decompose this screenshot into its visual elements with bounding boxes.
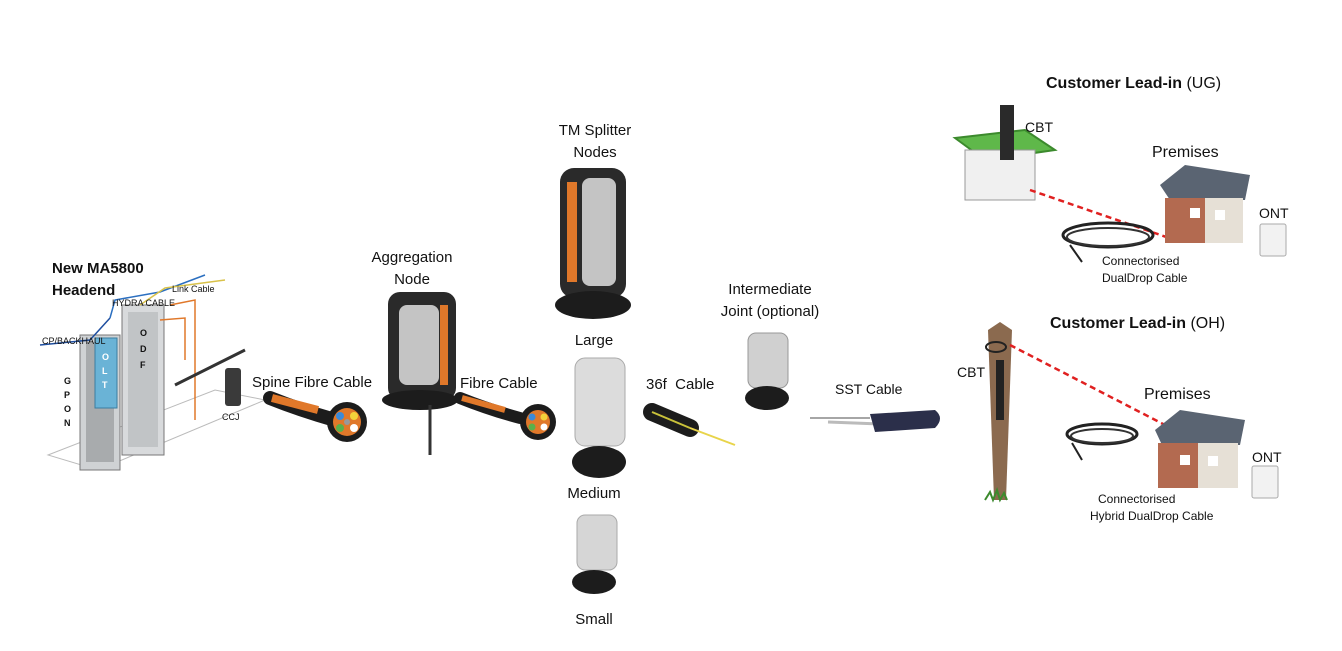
spine-fibre-cable-label: Spine Fibre Cable: [252, 374, 373, 391]
ug-cbt-label: CBT: [1025, 119, 1053, 135]
oh-premises-graphic: [1155, 410, 1245, 488]
intermediate-joint-label-line2: Joint (optional): [720, 303, 820, 320]
tm-splitter-title-line1: TM Splitter: [558, 122, 632, 139]
ug-title-suffix: (UG): [1186, 75, 1222, 92]
ug-ont-graphic: [1259, 223, 1287, 257]
ug-premises-graphic: [1160, 165, 1250, 243]
ug-drop-line: [1029, 188, 1176, 242]
gpon-letter-p: P: [64, 390, 71, 400]
fibre-cable-label: Fibre Cable: [460, 375, 538, 392]
cable-36f-label: 36f Cable: [646, 376, 715, 393]
oh-drop-line: [1009, 343, 1166, 427]
ug-cbt-graphic: [952, 105, 1058, 201]
spine-fibre-cable-graphic: [263, 391, 367, 442]
oh-title-bold: Customer Lead-in: [1050, 315, 1187, 332]
headend-title-line2: Headend: [52, 282, 116, 299]
odf-letter-d: D: [140, 344, 147, 354]
oh-title-suffix: (OH): [1190, 315, 1226, 332]
oh-ont-label: ONT: [1252, 449, 1282, 465]
splitter-size-medium: Medium: [567, 485, 621, 502]
ccj-label: CCJ: [222, 412, 240, 422]
ug-cable-label-line2: DualDrop Cable: [1102, 271, 1188, 285]
sst-cable-graphic: [810, 410, 940, 432]
headend-title-line1: New MA5800: [52, 260, 144, 277]
oh-ont-graphic: [1251, 465, 1279, 499]
ug-ont-label: ONT: [1259, 205, 1289, 221]
splitter-small-graphic: [572, 514, 618, 594]
oh-cbt-label: CBT: [957, 364, 985, 380]
sst-cable-label: SST Cable: [835, 381, 903, 397]
splitter-large-graphic: [555, 168, 631, 319]
odf-letter-o: O: [140, 328, 148, 338]
aggregation-node-label-line2: Node: [394, 271, 430, 288]
gpon-letter-o: O: [64, 404, 72, 414]
ug-cable-label-line1: Connectorised: [1102, 254, 1180, 268]
oh-dualdrop-coil-graphic: [1065, 422, 1139, 461]
aggregation-node-label-line1: Aggregation: [371, 249, 453, 266]
aggregation-node-graphic: [382, 292, 458, 455]
headend-graphic: [39, 274, 267, 471]
hydra-cable-label: HYDRA CABLE: [112, 298, 176, 308]
olt-letter-o: O: [102, 352, 110, 362]
olt-letter-l: L: [102, 366, 108, 376]
ug-dualdrop-coil-graphic: [1061, 221, 1155, 263]
cp-backhaul-label: CP/BACKHAUL: [42, 336, 106, 346]
oh-cable-label-line2: Hybrid DualDrop Cable: [1090, 509, 1214, 523]
ug-title: Customer Lead-in (UG): [1046, 73, 1221, 95]
olt-letter-t: T: [102, 380, 108, 390]
odf-letter-f: F: [140, 360, 146, 370]
tm-splitter-title-line2: Nodes: [573, 144, 617, 161]
fibre-cable-graphic: [454, 392, 556, 440]
intermediate-joint-graphic: [745, 332, 789, 410]
link-cable-label: Link Cable: [172, 284, 215, 294]
intermediate-joint-label-line1: Intermediate: [728, 281, 812, 298]
ug-title-bold: Customer Lead-in: [1046, 75, 1183, 92]
splitter-size-small: Small: [575, 611, 613, 628]
oh-premises-label: Premises: [1144, 386, 1211, 403]
oh-pole-graphic: [984, 322, 1012, 503]
ug-premises-label: Premises: [1152, 144, 1219, 161]
splitter-medium-graphic: [572, 357, 626, 478]
gpon-letter-n: N: [64, 418, 71, 428]
oh-cable-label-line1: Connectorised: [1098, 492, 1176, 506]
cable-36f-graphic: [643, 403, 736, 446]
oh-title: Customer Lead-in (OH): [1050, 313, 1225, 335]
gpon-letter-g: G: [64, 376, 72, 386]
splitter-size-large: Large: [574, 332, 614, 349]
